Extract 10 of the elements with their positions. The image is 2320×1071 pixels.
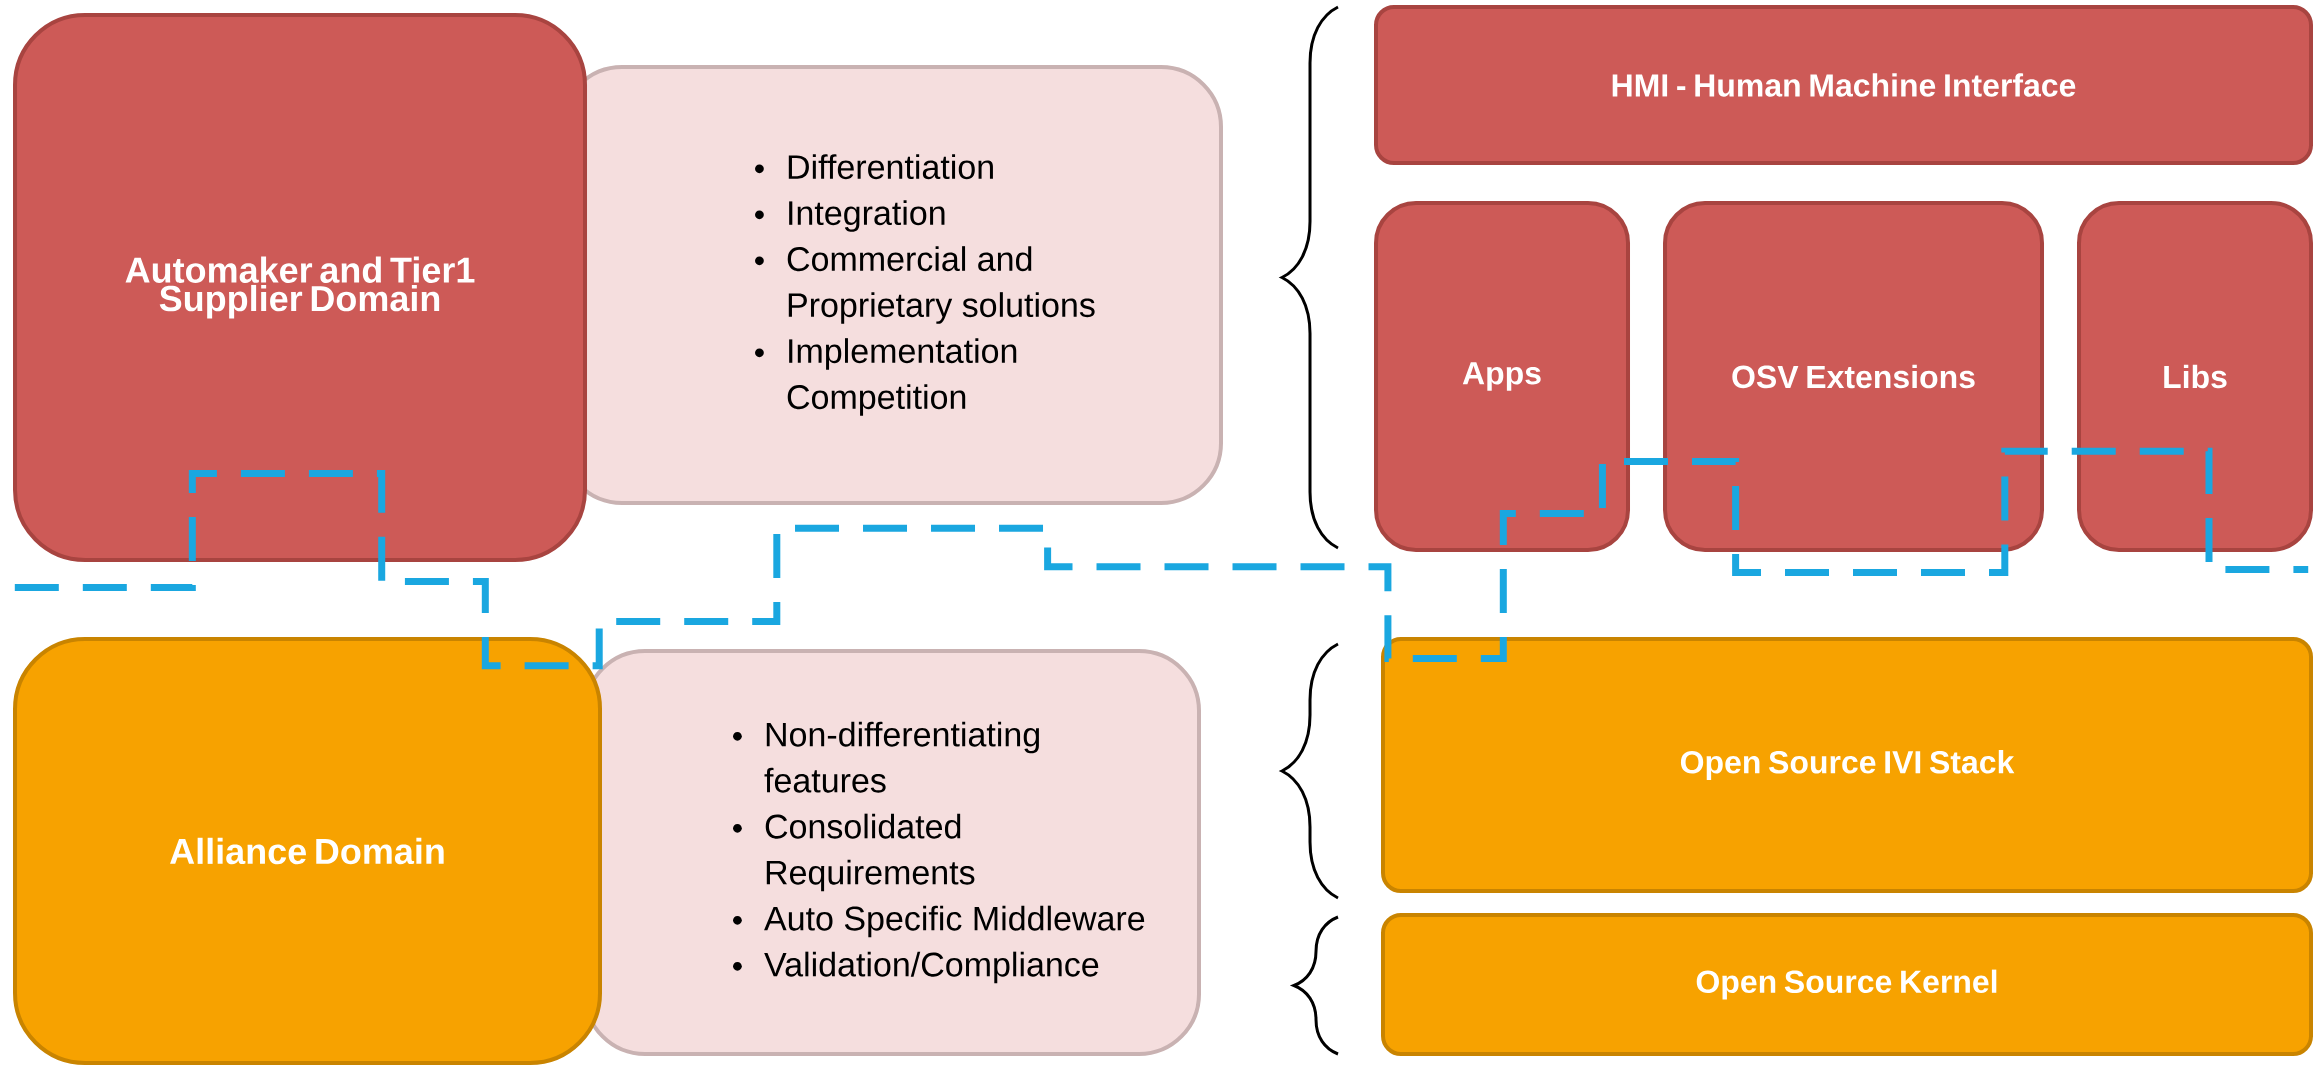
layer-box: HMI - Human Machine Interface [1374, 5, 2313, 165]
layer-box: Libs [2077, 201, 2313, 552]
layer-box: OSV Extensions [1663, 201, 2044, 552]
bullet-list-box: Non-differentiating features Consolidated Requirements Auto Specific Middleware Validation/Compliance [583, 649, 1201, 1056]
layer-box: Apps [1374, 201, 1630, 552]
bullet-list-box: Differentiation Integration Commercial and Proprietary solutions Implementation Competition [560, 65, 1223, 505]
domain-box: Alliance Domain [13, 637, 602, 1065]
domain-box: Automaker and Tier1 Supplier Domain [13, 13, 587, 562]
layer-box: Open Source Kernel [1381, 913, 2313, 1056]
layer-box: Open Source IVI Stack [1381, 637, 2313, 893]
